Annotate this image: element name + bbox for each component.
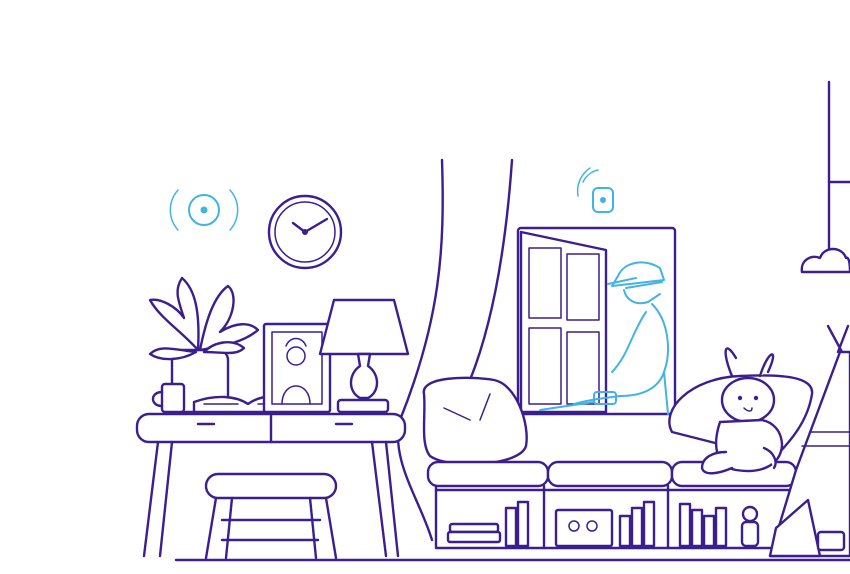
bookshelf (434, 484, 802, 550)
mug (151, 382, 186, 414)
ceiling-lamp (800, 80, 850, 274)
stool (204, 472, 338, 560)
curtain (396, 158, 514, 542)
desk (135, 412, 407, 558)
potted-plant (148, 276, 260, 414)
wall-clock-icon (267, 194, 343, 270)
burglar-icon (539, 261, 669, 415)
teepee-tent (768, 324, 850, 558)
photo-frame (262, 322, 332, 414)
table-lamp (318, 298, 410, 414)
window-sensor-icon (576, 167, 614, 213)
motion-sensor-icon (169, 189, 239, 231)
teddy-bunny-icon (700, 347, 784, 475)
window (516, 226, 677, 416)
